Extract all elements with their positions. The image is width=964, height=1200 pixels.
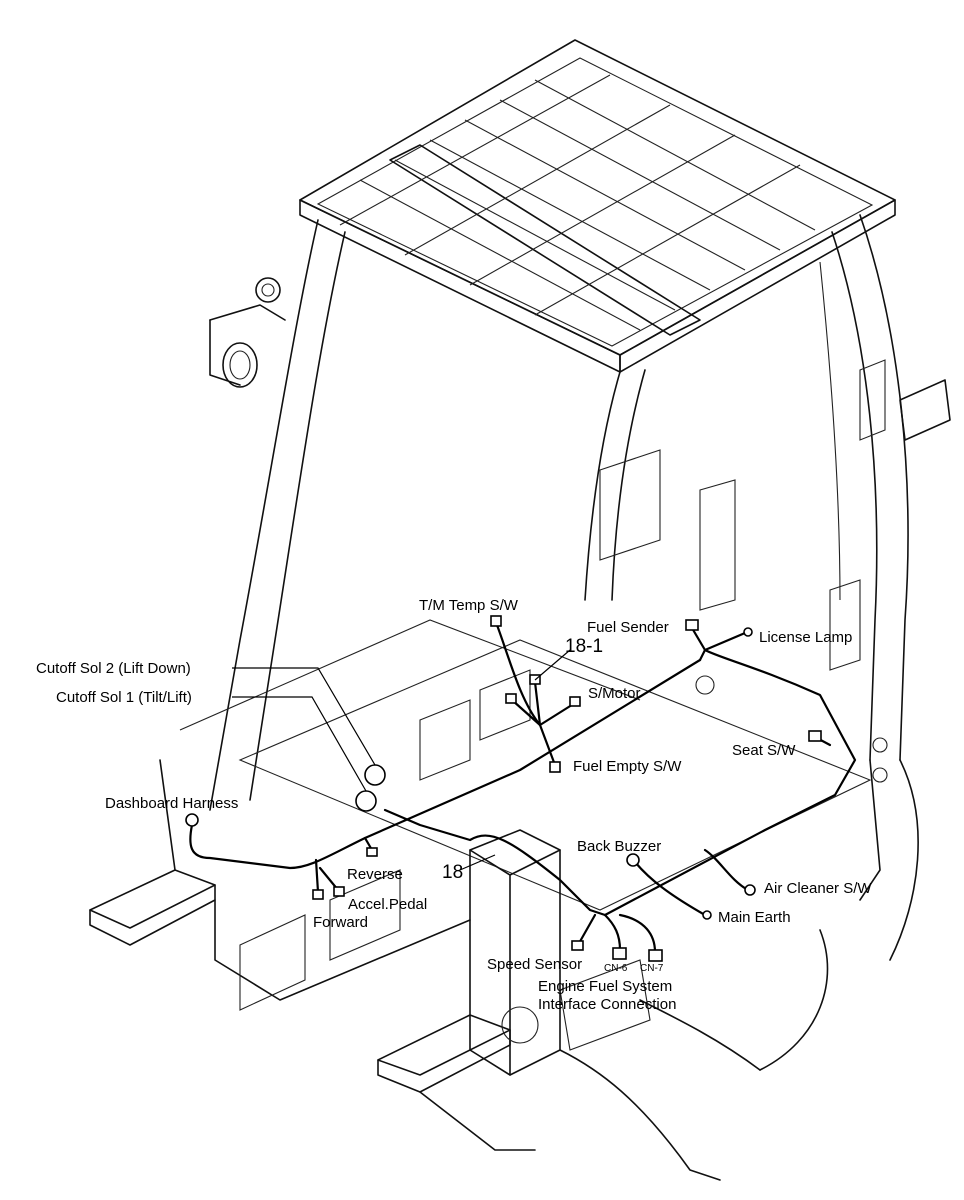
work-light-icon — [209, 277, 286, 388]
label-interface-connection: Interface Connection — [538, 996, 676, 1013]
label-back-buzzer: Back Buzzer — [577, 838, 661, 855]
label-tm-temp-sw: T/M Temp S/W — [419, 597, 519, 614]
back-buzzer-icon — [626, 853, 640, 867]
cn7-connector-icon — [648, 949, 663, 962]
label-engine-fuel-system: Engine Fuel System — [538, 978, 672, 995]
component-labels: T/M Temp S/W Fuel Sender License Lamp 18… — [36, 597, 872, 1013]
label-air-cleaner-sw: Air Cleaner S/W — [764, 880, 872, 897]
speed-sensor-connector-icon — [571, 940, 584, 951]
tm-temp-sw-connector-icon — [490, 615, 502, 627]
label-forward: Forward — [313, 914, 368, 931]
label-fuel-sender: Fuel Sender — [587, 619, 669, 636]
label-main-earth: Main Earth — [718, 909, 791, 926]
inline-connector-icon — [505, 693, 517, 704]
fuel-empty-sw-connector-icon — [549, 761, 561, 773]
label-ref-18-1: 18-1 — [565, 636, 603, 657]
cutoff-sol-2-valve-icon — [364, 764, 386, 786]
leader-lines — [232, 649, 571, 871]
label-s-motor: S/Motor — [588, 685, 641, 702]
overhead-guard — [299, 39, 896, 373]
harness-connectors — [185, 615, 822, 962]
label-cn6: CN-6 — [604, 963, 628, 974]
label-seat-sw: Seat S/W — [732, 742, 796, 759]
wiring-harness — [189, 623, 857, 954]
label-fuel-empty-sw: Fuel Empty S/W — [573, 758, 682, 775]
forward-connector-icon — [312, 889, 324, 900]
accel-pedal-connector-icon — [333, 886, 345, 897]
air-cleaner-sw-connector-icon — [744, 884, 756, 896]
cutoff-sol-1-valve-icon — [355, 790, 377, 812]
license-lamp-connector-icon — [743, 627, 753, 637]
label-speed-sensor: Speed Sensor — [487, 956, 582, 973]
label-accel-pedal: Accel.Pedal — [348, 896, 427, 913]
main-earth-terminal-icon — [702, 910, 712, 920]
label-dashboard-harness: Dashboard Harness — [105, 795, 238, 812]
label-license-lamp: License Lamp — [759, 629, 852, 646]
label-ref-18: 18 — [442, 862, 463, 883]
cn6-connector-icon — [612, 947, 627, 960]
s-motor-connector-icon — [569, 696, 581, 707]
fuel-sender-connector-icon — [685, 619, 699, 631]
label-reverse: Reverse — [347, 866, 403, 883]
label-cn7: CN-7 — [640, 963, 664, 974]
reverse-connector-icon — [366, 847, 378, 857]
dashboard-harness-connector-icon — [185, 813, 199, 827]
label-cutoff-sol-1: Cutoff Sol 1 (Tilt/Lift) — [56, 689, 192, 706]
chassis-body — [89, 449, 919, 1181]
label-cutoff-sol-2: Cutoff Sol 2 (Lift Down) — [36, 660, 191, 677]
seat-sw-connector-icon — [808, 730, 822, 742]
frame-pillars — [209, 214, 951, 811]
